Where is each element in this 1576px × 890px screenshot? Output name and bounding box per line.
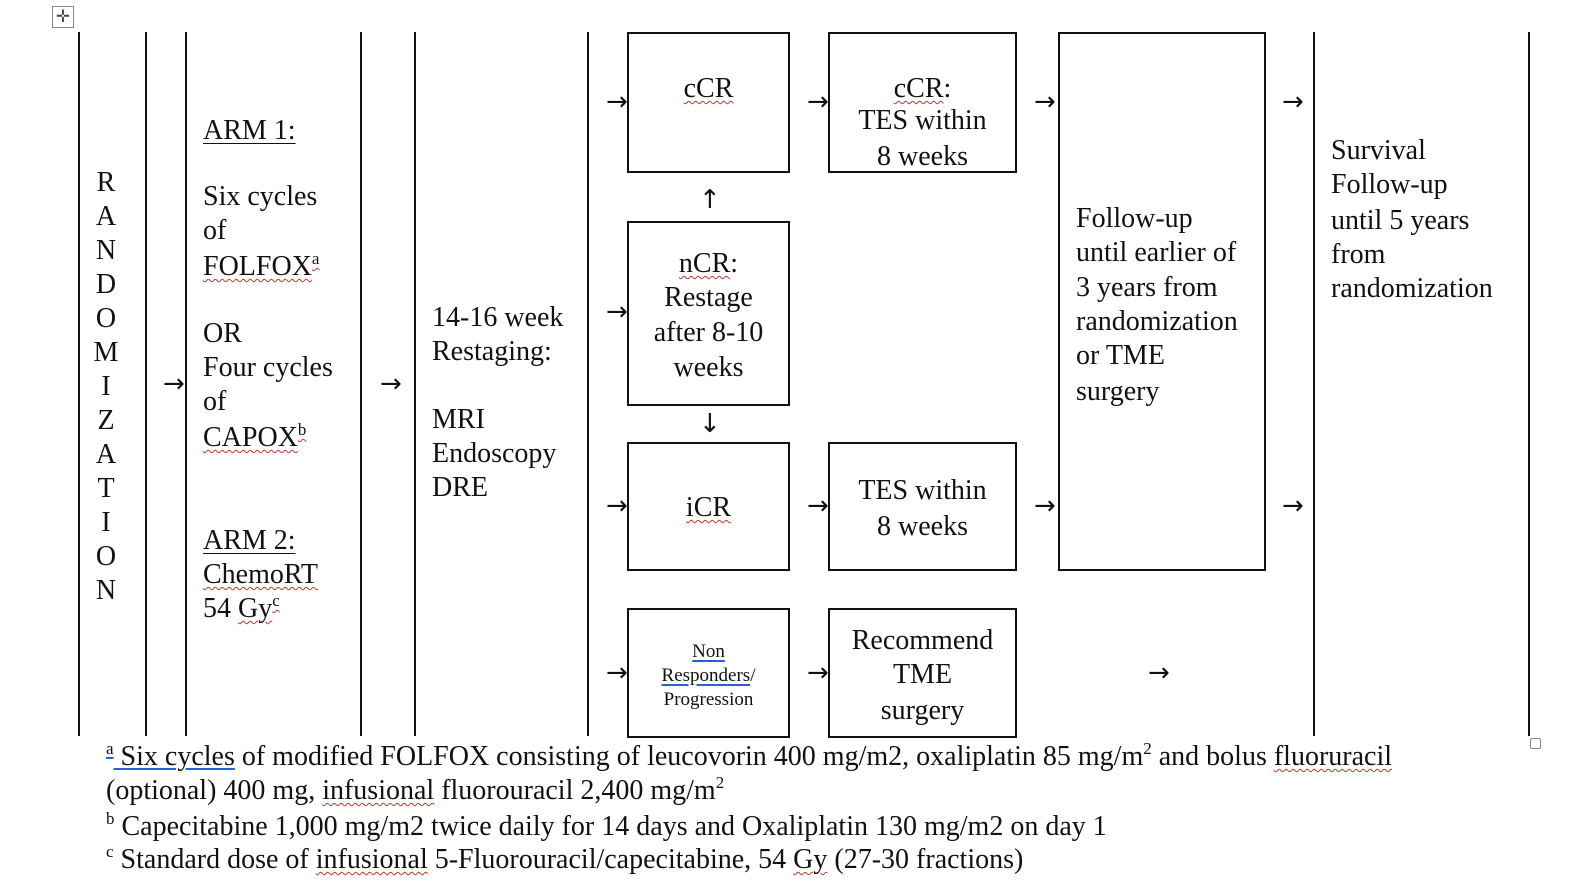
column-divider [360,32,362,736]
or-label: OR [203,318,242,349]
footnote-a: a Six cycles of modified FOLFOX consisti… [106,739,1393,772]
column-divider [185,32,187,736]
column-divider [145,32,147,736]
followup-box: Follow-up until earlier of 3 years from … [1058,32,1266,571]
column-divider [587,32,589,736]
randomization-letter: Z [97,405,115,436]
capox-label: CAPOXb [203,420,307,453]
randomization-letter: A [95,439,117,470]
footnote-c: c Standard dose of infusional 5-Fluorour… [106,842,1024,875]
folfox-label: FOLFOXa [203,249,320,282]
tes-box: TES within 8 weeks [828,442,1017,571]
chemort-label: ChemoRT [203,559,318,590]
restaging-item: DRE [432,472,488,503]
survival-line: from [1331,239,1386,270]
column-divider [78,32,80,736]
survival-line: until 5 years [1331,205,1470,236]
restaging-line: 14-16 week [432,302,564,333]
arm1-line: Four cycles [203,352,333,383]
randomization-letter: D [95,269,117,300]
randomization-letter: I [101,507,111,538]
down-arrow-icon: ↓ [699,409,721,439]
footnote-a-cont: (optional) 400 mg, infusional fluorourac… [106,773,725,806]
randomization-letter: O [95,303,117,334]
randomization-letter: M [93,337,119,368]
survival-line: Survival [1331,135,1426,166]
dose-label: 54 Gyc [203,591,280,624]
up-arrow-icon: ↑ [699,185,721,215]
recommend-tme-box: Recommend TME surgery [828,608,1017,738]
arm1-title: ARM 1: [203,115,296,146]
arm1-line: of [203,386,227,417]
ncr-box: nCR: Restage after 8-10 weeks [627,221,790,406]
ccr-tes-box: cCR: TES within 8 weeks [828,32,1017,173]
right-arrow-icon: → [606,658,628,688]
resize-handle-icon[interactable] [1530,738,1541,749]
arm1-line: Six cycles [203,181,318,212]
arm1-line: of [203,215,227,246]
survival-line: Follow-up [1331,169,1448,200]
right-arrow-icon: → [807,658,829,688]
column-divider [1313,32,1315,736]
right-arrow-icon: → [807,87,829,117]
randomization-letter: N [95,235,117,266]
right-arrow-icon: → [1148,658,1170,688]
right-arrow-icon: → [1282,87,1304,117]
ccr-box: cCR [627,32,790,173]
randomization-letter: T [97,473,115,504]
randomization-letter: A [95,201,117,232]
icr-box: iCR [627,442,790,571]
footnote-b: b Capecitabine 1,000 mg/m2 twice daily f… [106,809,1107,842]
right-arrow-icon: → [1034,87,1056,117]
right-arrow-icon: → [163,369,185,399]
right-arrow-icon: → [1034,491,1056,521]
restaging-item: MRI [432,404,485,435]
move-cross-icon[interactable]: ✛ [52,6,74,28]
randomization-letter: R [96,167,116,198]
right-arrow-icon: → [606,491,628,521]
right-arrow-icon: → [606,87,628,117]
restaging-line: Restaging: [432,336,552,367]
restaging-item: Endoscopy [432,438,557,469]
randomization-letter: N [95,575,117,606]
right-arrow-icon: → [1282,491,1304,521]
right-arrow-icon: → [807,491,829,521]
right-arrow-icon: → [606,297,628,327]
column-divider [1528,32,1530,736]
survival-line: randomization [1331,273,1493,304]
column-divider [414,32,416,736]
right-arrow-icon: → [380,369,402,399]
non-responders-box: Non Responders/ Progression [627,608,790,738]
randomization-letter: I [101,371,111,402]
randomization-letter: O [95,541,117,572]
arm2-title: ARM 2: [203,525,296,556]
